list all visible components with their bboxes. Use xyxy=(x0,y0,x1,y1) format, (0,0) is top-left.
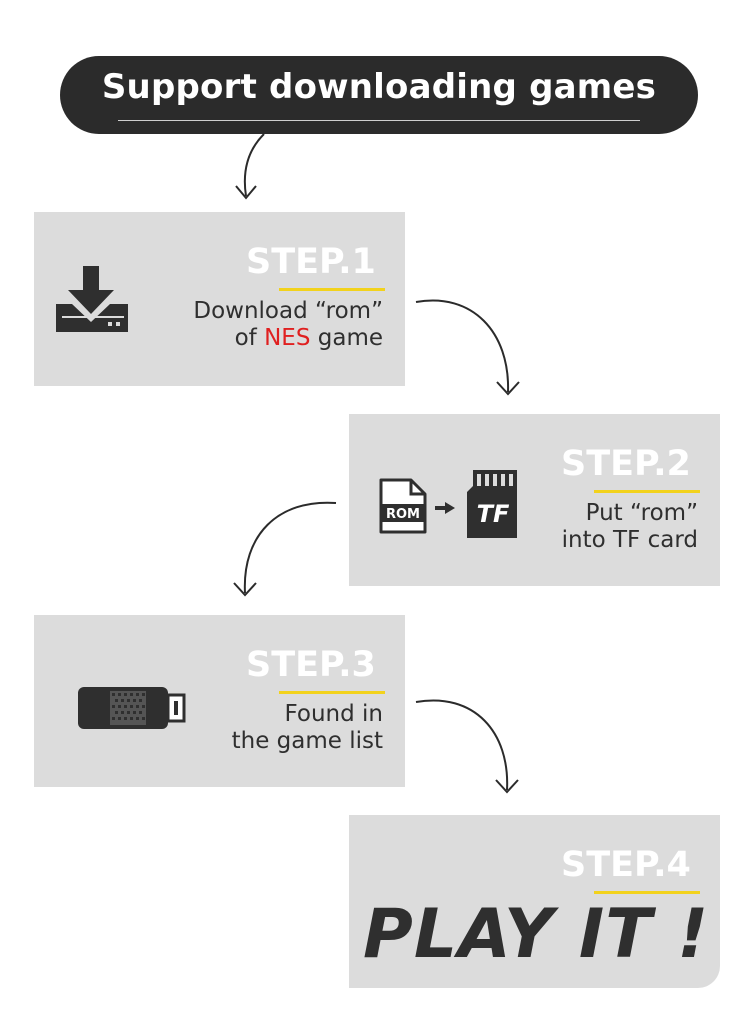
step-2-description: Put “rom” into TF card xyxy=(562,500,698,554)
step-4-label: STEP.4 xyxy=(561,845,691,885)
step-2-label: STEP.2 xyxy=(561,444,691,484)
step-3-panel: STEP.3 Found in the game list xyxy=(34,615,405,787)
step-3-label: STEP.3 xyxy=(246,645,376,685)
step-2-panel: ROM TF STEP.2 Put “rom” into TF card xyxy=(349,414,720,586)
step-1-line-2-prefix: of xyxy=(234,325,265,351)
step-2-line-2: into TF card xyxy=(561,527,698,553)
tf-label: TF xyxy=(477,500,510,528)
step-2-line-1: Put “rom” xyxy=(585,500,698,526)
flow-arrow-2 xyxy=(415,299,520,396)
step-3-line-2: the game list xyxy=(231,728,383,754)
step-1-line-1: Download “rom” xyxy=(193,298,383,324)
step-1-line-2: of NES game xyxy=(193,325,383,352)
rom-label: ROM xyxy=(386,507,420,522)
step-1-line-2-suffix: game xyxy=(310,325,383,351)
step-4-panel: STEP.4 PLAY IT ! xyxy=(349,815,720,988)
tf-card-icon: TF xyxy=(467,470,517,538)
step-3-underline xyxy=(279,691,385,694)
banner-title: Support downloading games xyxy=(101,67,657,107)
arrow-right-icon xyxy=(435,502,455,514)
title-banner: Support downloading games xyxy=(60,56,698,134)
flow-arrow-3 xyxy=(233,501,337,597)
rom-file-icon: ROM xyxy=(379,478,427,534)
step-4-underline xyxy=(594,891,700,894)
download-icon xyxy=(56,266,128,332)
play-it-text: PLAY IT ! xyxy=(363,895,710,974)
hdmi-stick-icon xyxy=(78,687,186,729)
step-3-line-1: Found in xyxy=(284,701,383,727)
step-1-underline xyxy=(279,288,385,291)
nes-highlight: NES xyxy=(264,325,311,351)
step-3-description: Found in the game list xyxy=(232,701,383,755)
step-2-underline xyxy=(594,490,700,493)
flow-arrow-1 xyxy=(235,133,265,200)
step-1-description: Download “rom” of NES game xyxy=(193,298,383,352)
step-1-label: STEP.1 xyxy=(246,242,376,282)
flow-arrow-4 xyxy=(415,699,519,794)
banner-underline xyxy=(118,120,640,121)
step-1-panel: STEP.1 Download “rom” of NES game xyxy=(34,212,405,386)
